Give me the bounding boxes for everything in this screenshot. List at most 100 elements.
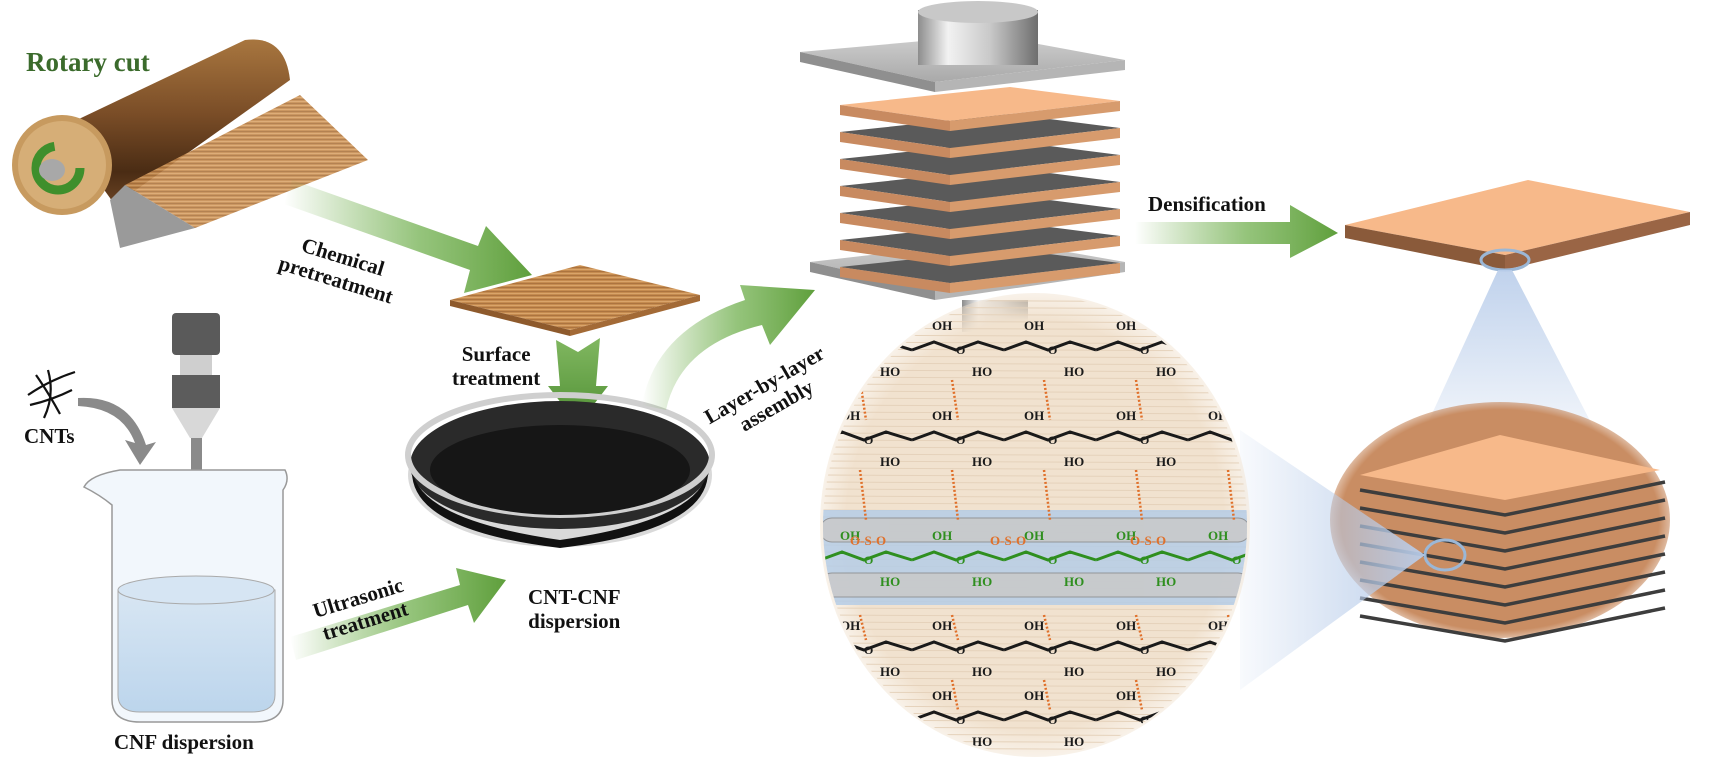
wood-grain-line <box>823 481 1247 485</box>
oxygen-label: O <box>1140 553 1149 567</box>
hydroxyl-group-label: OH <box>932 618 952 633</box>
hydroxyl-group-label: OH <box>1024 688 1044 703</box>
oxygen-label: O <box>1140 643 1149 657</box>
wood-grain-line <box>823 460 1247 464</box>
cellulose-chain <box>823 640 1247 652</box>
wood-grain-line <box>823 495 1247 499</box>
press-layer-side-right <box>950 263 1120 293</box>
wood-grain-line <box>823 404 1247 408</box>
zoom-cone-vertical <box>1420 270 1600 440</box>
oxygen-label: O <box>864 643 873 657</box>
press-layer-side-left <box>840 159 950 185</box>
block-cnt-line <box>1359 516 1666 553</box>
hydroxyl-group-label: HO <box>880 454 900 469</box>
hot-press-stack <box>800 1 1125 332</box>
wood-grain-line <box>823 614 1247 618</box>
wood-grain-line <box>823 474 1247 478</box>
hydroxyl-group-label: HO <box>1156 364 1176 379</box>
press-layer-top <box>840 249 1120 283</box>
press-layer-top <box>840 195 1120 229</box>
oxygen-label: O <box>1048 643 1057 657</box>
hydroxyl-group-label: OH <box>932 408 952 423</box>
hydroxyl-group-label: OH <box>1024 318 1044 333</box>
laminated-block <box>1330 402 1670 643</box>
oxygen-label: O <box>864 343 873 357</box>
label-surface-treatment-line2: treatment <box>452 366 541 390</box>
label-cnts: CNTs <box>24 424 75 448</box>
sulfate-group-label: O-S-O <box>990 533 1026 548</box>
oxygen-label: O <box>1232 343 1241 357</box>
wood-grain-line <box>823 425 1247 429</box>
oxygen-label: O <box>1048 433 1057 447</box>
cnt-tube <box>823 517 1247 543</box>
hydroxyl-group-label: HO <box>972 664 992 679</box>
sulfate-group-label: O-S-O <box>850 533 886 548</box>
wood-grain-line <box>823 502 1247 506</box>
hydroxyl-group-label: HO <box>880 574 900 589</box>
oxygen-label: O <box>1048 343 1057 357</box>
press-layer-top <box>840 87 1120 121</box>
spindle <box>39 159 65 181</box>
oxygen-label: O <box>864 433 873 447</box>
wood-grain-line <box>823 656 1247 660</box>
hydrogen-bond <box>1134 469 1144 521</box>
wood-grain-line <box>823 446 1247 450</box>
label-cnf-dispersion: CNF dispersion <box>114 730 254 754</box>
hydroxyl-group-label: OH <box>840 688 860 703</box>
wood-grain-line <box>823 397 1247 401</box>
wood-grain-line <box>823 390 1247 394</box>
wood-grain-line <box>823 635 1247 639</box>
hydrogen-bond <box>858 379 868 421</box>
veneer-sheet <box>125 95 368 228</box>
label-surface-treatment-line1: Surface <box>461 342 531 366</box>
block-cnt-line <box>1359 570 1666 607</box>
oxygen-label: O <box>956 343 965 357</box>
label-cnt-cnf-dispersion-line1: CNT-CNF <box>528 585 621 609</box>
wood-grain-line <box>823 607 1247 611</box>
hydroxyl-group-label: HO <box>880 364 900 379</box>
petri-dish-cnt-cnf <box>405 392 715 548</box>
densified-laminate <box>1345 180 1690 272</box>
hydroxyl-group-label: HO <box>972 734 992 749</box>
wood-grain-line <box>823 369 1247 373</box>
press-layer-top <box>840 141 1120 175</box>
hydroxyl-group-label: OH <box>1024 408 1044 423</box>
hydroxyl-group-label: OH <box>1116 618 1136 633</box>
oxygen-label: O <box>1140 343 1149 357</box>
press-layer-side-right <box>950 182 1120 212</box>
arrow-ultrasonic-treatment <box>290 568 506 660</box>
hydroxyl-group-label: OH <box>1024 618 1044 633</box>
press-layer-side-right <box>950 236 1120 266</box>
hydroxyl-group-label: OH <box>1116 408 1136 423</box>
oxygen-label: O <box>1048 553 1057 567</box>
arrow-layer-by-layer <box>642 285 815 410</box>
wood-grain-line <box>823 362 1247 366</box>
hydroxyl-group-label: OH <box>1024 528 1044 543</box>
press-layer-side-right <box>950 101 1120 131</box>
hydrogen-bond <box>1226 469 1236 521</box>
block-cnt-line <box>1359 552 1666 589</box>
wood-grain-line <box>823 663 1247 667</box>
hydroxyl-group-label: HO <box>1064 734 1084 749</box>
wood-grain-line <box>823 453 1247 457</box>
press-layer-side-right <box>950 128 1120 158</box>
hydroxyl-group-label: OH <box>1208 528 1228 543</box>
cellulose-chain <box>823 550 1247 562</box>
hydrogen-bond <box>950 379 960 421</box>
hydroxyl-group-label: HO <box>972 454 992 469</box>
label-cnt-cnf-dispersion-line2: dispersion <box>528 609 621 633</box>
press-layer-top <box>840 222 1120 256</box>
sulfate-group-label: O-S-O <box>1130 533 1166 548</box>
hydrogen-bond <box>1042 614 1052 641</box>
hydrogen-bond <box>1226 379 1236 421</box>
hydroxyl-group-label: HO <box>972 574 992 589</box>
oxygen-label: O <box>956 643 965 657</box>
oxygen-label: O <box>864 713 873 727</box>
hydroxyl-group-label: OH <box>932 318 952 333</box>
pretreated-veneer <box>450 265 700 336</box>
wood-grain-line <box>823 488 1247 492</box>
hydrogen-bond <box>950 469 960 521</box>
oxygen-label: O <box>956 553 965 567</box>
press-layer-side-left <box>840 186 950 212</box>
wood-grain-line <box>823 383 1247 387</box>
